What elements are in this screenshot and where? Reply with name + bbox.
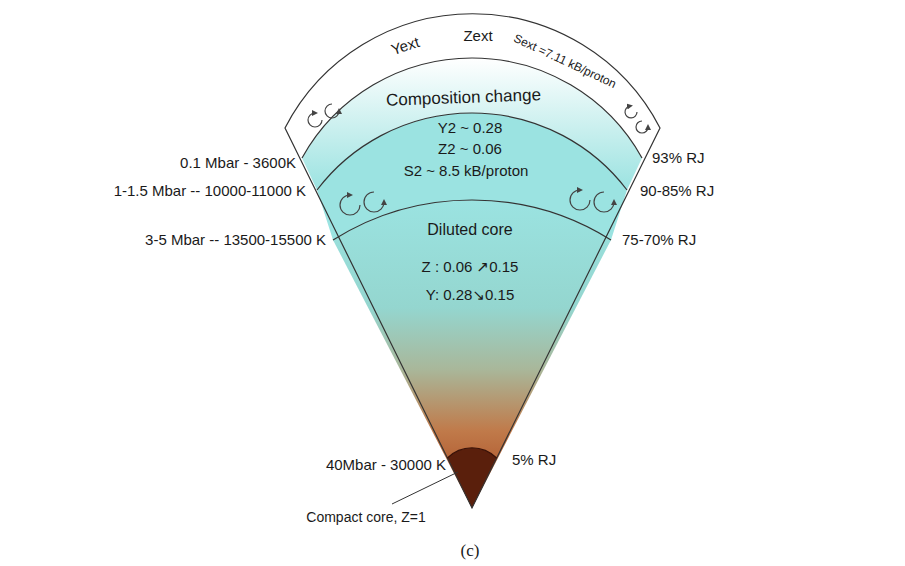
diluted-core-band: Diluted core Z : 0.06 ↗0.15 Y: 0.28↘0.15 [390,215,560,310]
boundary-label: 0.1 Mbar - 3600K [180,155,296,172]
boundary-label: 40Mbar - 30000 K [326,457,446,474]
envelope-band [285,14,660,158]
band-text: Z2 ~ 0.06 [438,141,502,158]
y2-band: Y2 ~ 0.28 Z2 ~ 0.06 S2 ~ 8.5 kB/proton [390,116,560,182]
boundary-label: 90-85% RJ [640,183,714,200]
band-text: Diluted core [427,221,512,239]
band-text: Zext [463,28,492,45]
convection-arrows [308,104,648,215]
boundary-label: 5% RJ [512,452,556,469]
boundary-label: 1-1.5 Mbar -- 10000-11000 K [114,183,306,200]
leader-line [392,472,458,504]
boundary-label: 93% RJ [652,150,705,167]
band-text: Y: 0.28↘0.15 [426,287,514,304]
figure-caption: (c) [461,542,480,561]
boundary-label: 3-5 Mbar -- 13500-15500 K [145,232,326,249]
band-text: Compact core, Z=1 [306,510,425,525]
band-text: S2 ~ 8.5 kB/proton [404,163,529,180]
composition-band: Composition change [360,85,590,113]
boundary-label: 75-70% RJ [622,232,696,249]
compact-core-region [447,448,496,508]
band-text: Sext =7.11 kB/proton [512,32,619,91]
band-text: Composition change [385,86,541,110]
band-text: Z : 0.06 ↗0.15 [422,259,519,276]
band-text: Y2 ~ 0.28 [438,120,503,137]
compact-core: Compact core, Z=1 [285,505,455,535]
wedge-outline [285,14,660,508]
band-text: Yext [389,34,421,59]
